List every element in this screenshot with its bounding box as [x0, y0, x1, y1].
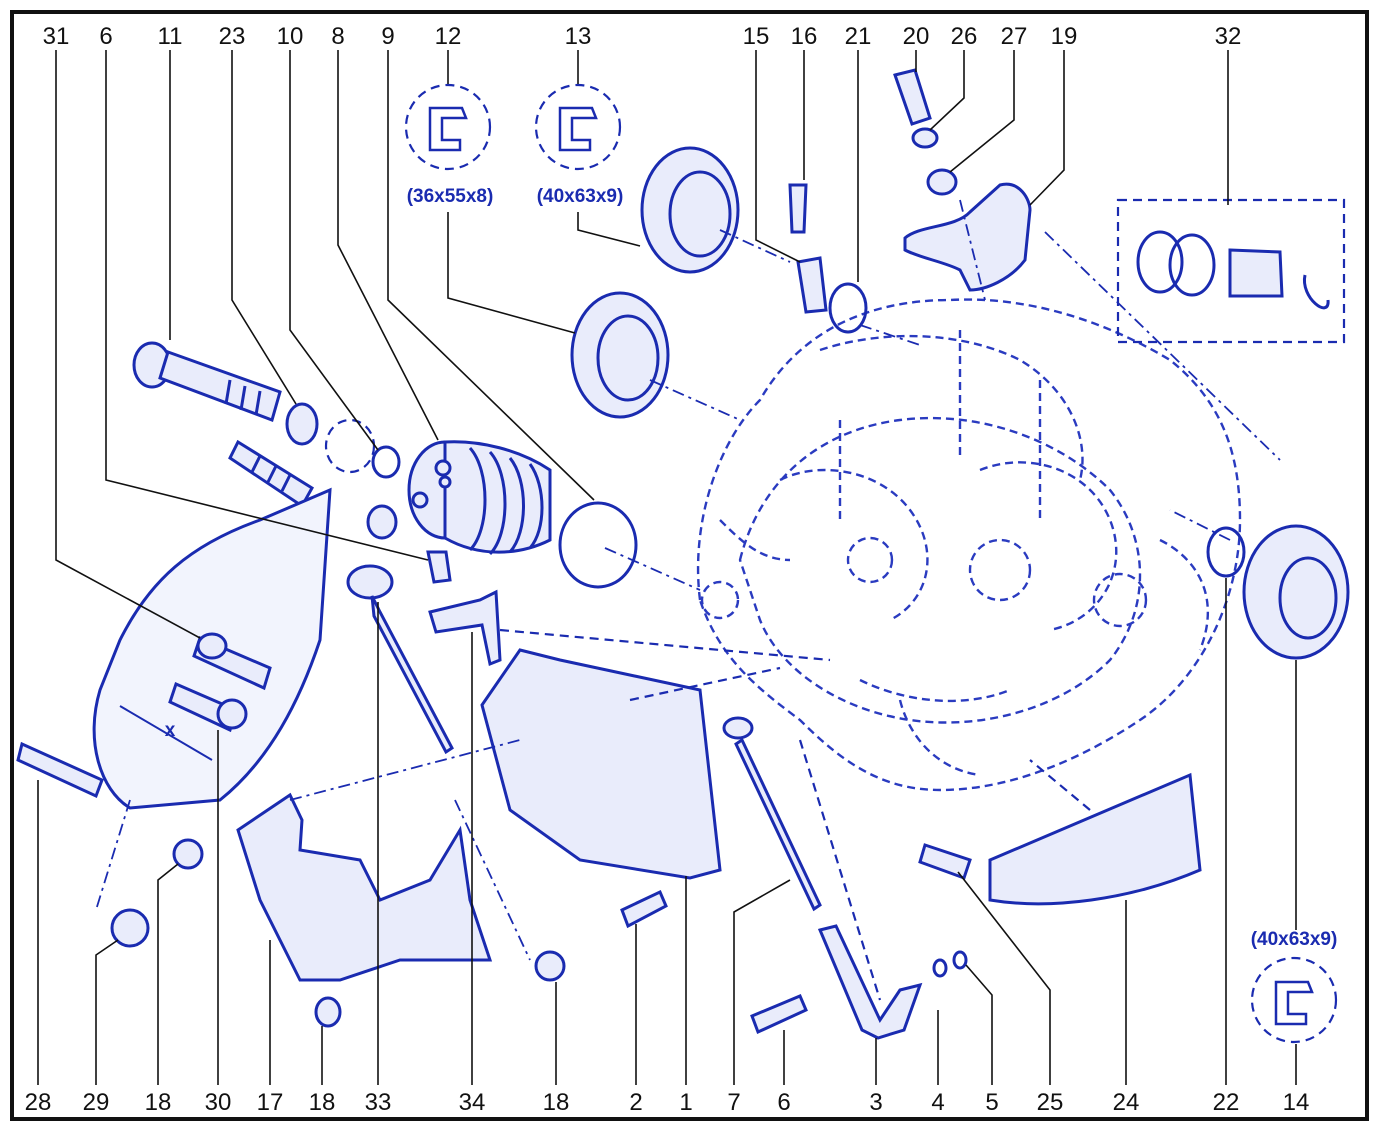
callout-25: 25 [1037, 1089, 1064, 1116]
callout-21: 21 [845, 23, 872, 50]
shield-17 [236, 792, 493, 982]
stud-28 [16, 741, 104, 799]
selector-lever-3-4-5 [817, 924, 968, 1040]
dipstick-33 [346, 564, 454, 755]
seal-13 [640, 146, 740, 274]
dimension-label: x [165, 720, 176, 741]
callout-2: 2 [629, 1089, 642, 1116]
gearbox-housing-outline [696, 298, 1242, 792]
callout-19: 19 [1051, 23, 1078, 50]
callout-33: 33 [365, 1089, 392, 1116]
callout-22: 22 [1213, 1089, 1240, 1116]
callout-18-b: 18 [309, 1089, 336, 1116]
long-bolt-11 [132, 341, 282, 422]
breather-16-15 [788, 183, 828, 314]
shield-24 [988, 772, 1202, 906]
seal-14 [1242, 524, 1350, 660]
seal-detail-12: (36x55x8) [404, 83, 494, 207]
seal-detail-13: (40x63x9) [534, 83, 624, 207]
callout-5: 5 [985, 1089, 998, 1116]
callout-6: 6 [99, 23, 112, 50]
nut-29 [110, 908, 150, 948]
leader-lines [37, 50, 1297, 1085]
bolt-31 [192, 632, 272, 691]
callout-17: 17 [257, 1089, 284, 1116]
callout-23: 23 [219, 23, 246, 50]
washer-23 [285, 402, 319, 446]
o-ring-22 [1206, 526, 1246, 578]
bolt-25 [918, 843, 972, 880]
stud-upper [228, 439, 315, 509]
seal-detail-14: (40x63x9) [1251, 929, 1338, 1044]
callout-18-c: 18 [543, 1089, 570, 1116]
callout-28: 28 [25, 1089, 52, 1116]
nut-18-left [172, 838, 204, 870]
callout-6-b: 6 [777, 1089, 790, 1116]
callout-16: 16 [791, 23, 818, 50]
seal-size-12: (36x55x8) [407, 186, 494, 207]
callout-8: 8 [331, 23, 344, 50]
bolt-washer-20-26-27 [893, 68, 958, 196]
o-ring-9 [558, 501, 638, 589]
bolt-6-upper [426, 550, 452, 584]
nut-18-right [534, 950, 566, 982]
callout-26: 26 [951, 23, 978, 50]
callout-34: 34 [459, 1089, 486, 1116]
clutch-housing-8 [407, 440, 552, 556]
callout-12: 12 [435, 23, 462, 50]
bolt-6-lower [750, 994, 808, 1035]
callout-27: 27 [1001, 23, 1028, 50]
oil-pan-1 [480, 648, 722, 880]
spring-kit-32 [1116, 198, 1346, 344]
callout-numbers-bottom: 28 29 18 30 17 18 33 34 18 2 1 7 6 3 4 5… [25, 1089, 1310, 1116]
callout-30: 30 [205, 1089, 232, 1116]
o-ring-21 [828, 282, 868, 334]
seal-12 [570, 291, 670, 419]
callout-1: 1 [679, 1089, 692, 1116]
dipstick-7 [722, 716, 822, 912]
callout-9: 9 [381, 23, 394, 50]
dimension-x: x [119, 705, 213, 761]
callout-7: 7 [727, 1089, 740, 1116]
callout-11: 11 [158, 23, 183, 50]
callout-3: 3 [869, 1089, 882, 1116]
seal-size-13: (40x63x9) [537, 186, 624, 207]
callout-29: 29 [83, 1089, 110, 1116]
callout-numbers-top: 31 6 11 23 10 8 9 12 13 15 16 21 20 26 2… [43, 23, 1242, 50]
bracket-34 [428, 589, 502, 667]
ring-placeholder [324, 418, 376, 474]
assembly-guides [95, 199, 1281, 1001]
callout-31: 31 [43, 23, 70, 50]
seal-size-14: (40x63x9) [1251, 929, 1338, 950]
callout-14: 14 [1283, 1089, 1310, 1116]
callout-15: 15 [743, 23, 770, 50]
bolt-2 [620, 889, 668, 929]
nut-upper [366, 504, 398, 540]
callout-13: 13 [565, 23, 592, 50]
bolt-30 [168, 681, 248, 733]
callout-24: 24 [1113, 1089, 1140, 1116]
callout-32: 32 [1215, 23, 1242, 50]
nut-18-bottom [314, 996, 342, 1028]
drawing-border [10, 10, 1369, 1121]
callout-10: 10 [277, 23, 304, 50]
bracket-19 [903, 182, 1032, 292]
o-ring-10 [371, 445, 401, 479]
callout-4: 4 [931, 1089, 944, 1116]
callout-18-a: 18 [145, 1089, 172, 1116]
callout-20: 20 [903, 23, 930, 50]
